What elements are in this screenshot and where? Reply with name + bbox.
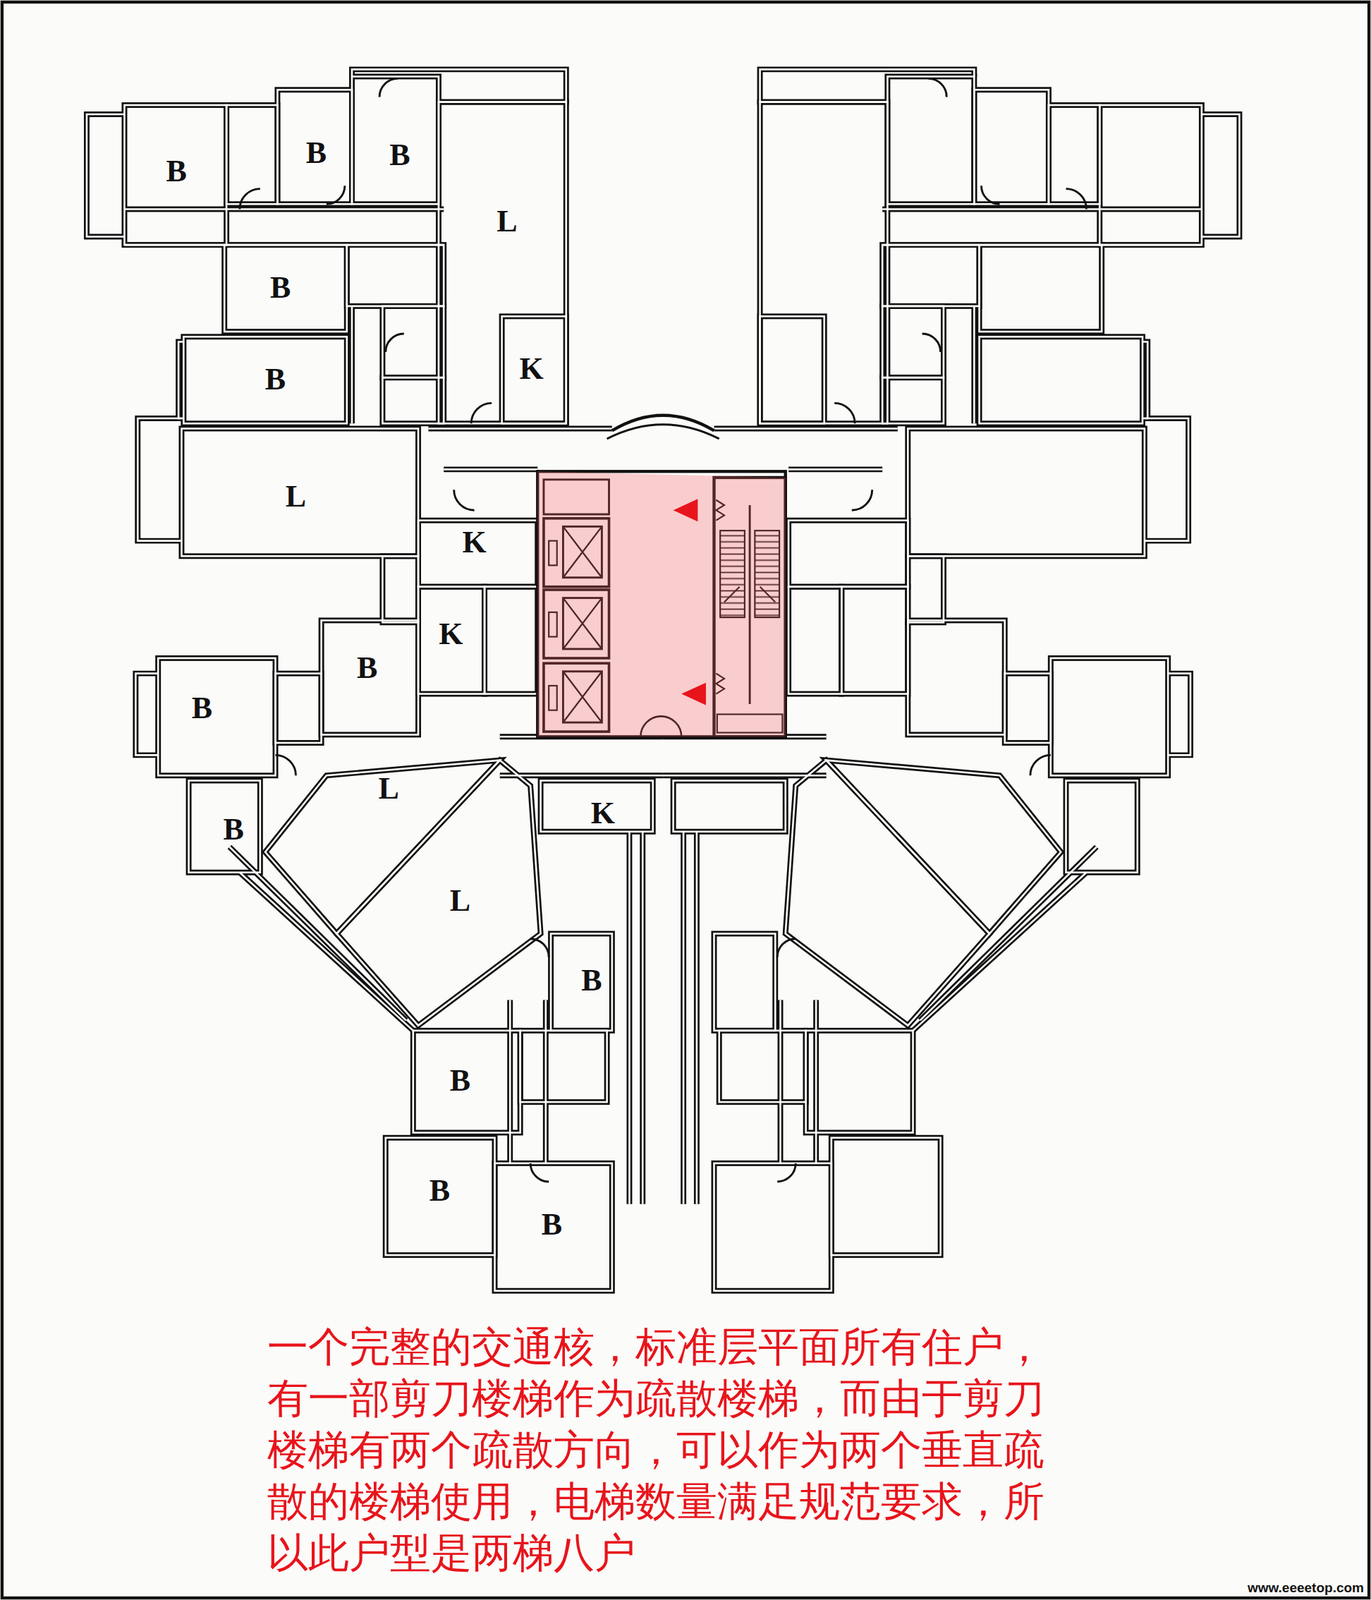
room-box: K [434,614,467,654]
room-label: L [496,204,517,239]
room-label: K [461,525,486,560]
red-marker [681,682,706,706]
room-label: K [438,617,463,651]
room-label: B [581,963,602,998]
room-label: K [519,351,544,386]
room-label: B [166,154,187,189]
room-label: L [449,883,471,918]
room-label: B [356,650,378,685]
room-label: L [285,479,307,514]
room-box: B [537,1204,567,1245]
red-marker [673,498,699,522]
room-label: B [306,136,327,170]
room-label: B [389,138,410,173]
room-box: L [373,768,403,809]
room-box: B [260,359,290,400]
room-box: B [385,135,414,175]
room-box: B [162,151,192,192]
caption-note: 一个完整的交通核，标准层平面所有住户，有一部剪刀楼梯作为疏散楼梯，而由于剪刀楼梯… [267,1320,1053,1579]
room-label: B [541,1207,563,1242]
room-box: B [352,648,382,688]
room-box: B [576,960,606,1001]
room-box: B [445,1060,475,1101]
room-box: B [187,688,217,728]
room-box: K [457,522,491,563]
room-label: L [378,771,399,806]
room-label: B [270,270,291,305]
room-label: B [449,1063,471,1098]
room-label: K [590,796,615,831]
room-box: B [301,133,331,173]
room-box: B [265,267,295,308]
core-highlight [537,471,785,737]
room-box: L [492,201,522,242]
room-label: B [191,691,213,725]
room-label: B [265,362,286,397]
room-label: B [223,812,245,847]
room-box: B [425,1170,455,1211]
room-box: L [445,880,475,921]
room-box: K [586,793,620,833]
room-box: L [281,476,311,517]
watermark: www.eeeetop.com [1247,1579,1364,1596]
room-box: K [514,349,548,389]
room-box: B [219,809,249,850]
room-label: B [429,1173,450,1208]
